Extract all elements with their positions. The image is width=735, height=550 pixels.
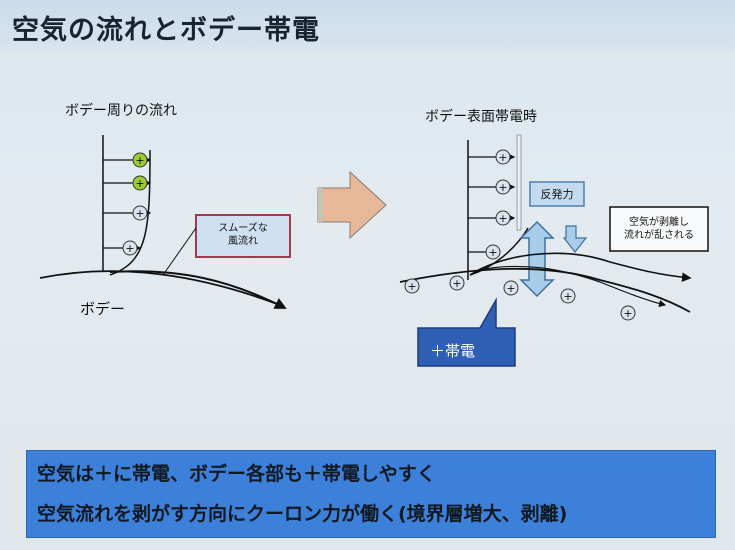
right-panel-heading: ボデー表面帯電時 (425, 109, 537, 125)
smooth-flow-callout-box (195, 214, 291, 258)
svg-text:+: + (452, 277, 461, 290)
plus-particle-icon: + (495, 179, 511, 195)
svg-text:+: + (563, 290, 572, 303)
plus-charge-icon: + (503, 280, 519, 296)
plus-particle-icon: + (495, 210, 511, 226)
peel-arrow-icon (562, 225, 588, 253)
repulsion-arrow-icon (519, 220, 555, 298)
separated-flow-line (469, 252, 692, 282)
svg-text:+: + (125, 242, 134, 255)
peel-callout-box (609, 206, 709, 252)
transition-arrow-icon (317, 170, 387, 240)
charge-callout-box (417, 297, 516, 367)
svg-text:+: + (488, 246, 497, 259)
plus-particle-icon: + (132, 205, 148, 221)
svg-text:+: + (407, 280, 416, 293)
plus-charge-icon: + (620, 305, 636, 321)
summary-box: 空気は＋に帯電、ボデー各部も＋帯電しやすく 空気流れを剥がす方向にクーロン力が働… (26, 450, 716, 538)
callout-leader-line (162, 227, 197, 276)
svg-text:+: + (498, 181, 507, 194)
repulsion-label: 反発力 (540, 188, 574, 201)
title-bar: 空気の流れとボデー帯電 (0, 0, 735, 52)
body-surface-line (399, 267, 691, 313)
svg-text:+: + (498, 151, 507, 164)
velocity-profile-curve (109, 149, 151, 276)
plus-charge-icon: + (560, 288, 576, 304)
svg-text:+: + (623, 307, 632, 320)
svg-text:+: + (135, 207, 144, 220)
body-surface-line (39, 270, 281, 306)
slide-title: 空気の流れとボデー帯電 (12, 15, 320, 46)
summary-line-1: 空気は＋に帯電、ボデー各部も＋帯電しやすく (37, 463, 436, 485)
turbulent-flow-line (477, 265, 667, 308)
svg-text:+: + (135, 177, 144, 190)
plus-charge-icon: + (404, 278, 420, 294)
summary-line-2: 空気流れを剥がす方向にクーロン力が働く(境界層増大、剥離) (37, 503, 568, 525)
left-flow-diagram: + + + + (39, 135, 291, 309)
plus-particle-icon: + (132, 152, 148, 168)
plus-particle-icon: + (495, 149, 511, 165)
flow-stream-line (109, 270, 287, 309)
left-panel-heading: ボデー周りの流れ (65, 103, 177, 119)
plus-charge-icon: + (449, 275, 465, 291)
right-flow-diagram: + + + + + (399, 134, 709, 367)
charge-label: ＋帯電 (430, 342, 476, 360)
flow-barrier (516, 134, 522, 231)
smooth-flow-callout-text: スムーズな 風流れ (218, 223, 268, 247)
repulsion-label-box (529, 181, 585, 207)
plus-particle-icon: + (122, 240, 138, 256)
plus-particle-icon: + (132, 175, 148, 191)
body-label: ボデー (80, 300, 126, 318)
peel-callout-text: 空気が剥離し 流れが乱される (624, 217, 694, 241)
transition-arrow-tail (318, 188, 323, 222)
svg-text:+: + (506, 282, 515, 295)
svg-text:+: + (135, 154, 144, 167)
svg-text:+: + (498, 212, 507, 225)
plus-particle-icon: + (485, 244, 501, 260)
